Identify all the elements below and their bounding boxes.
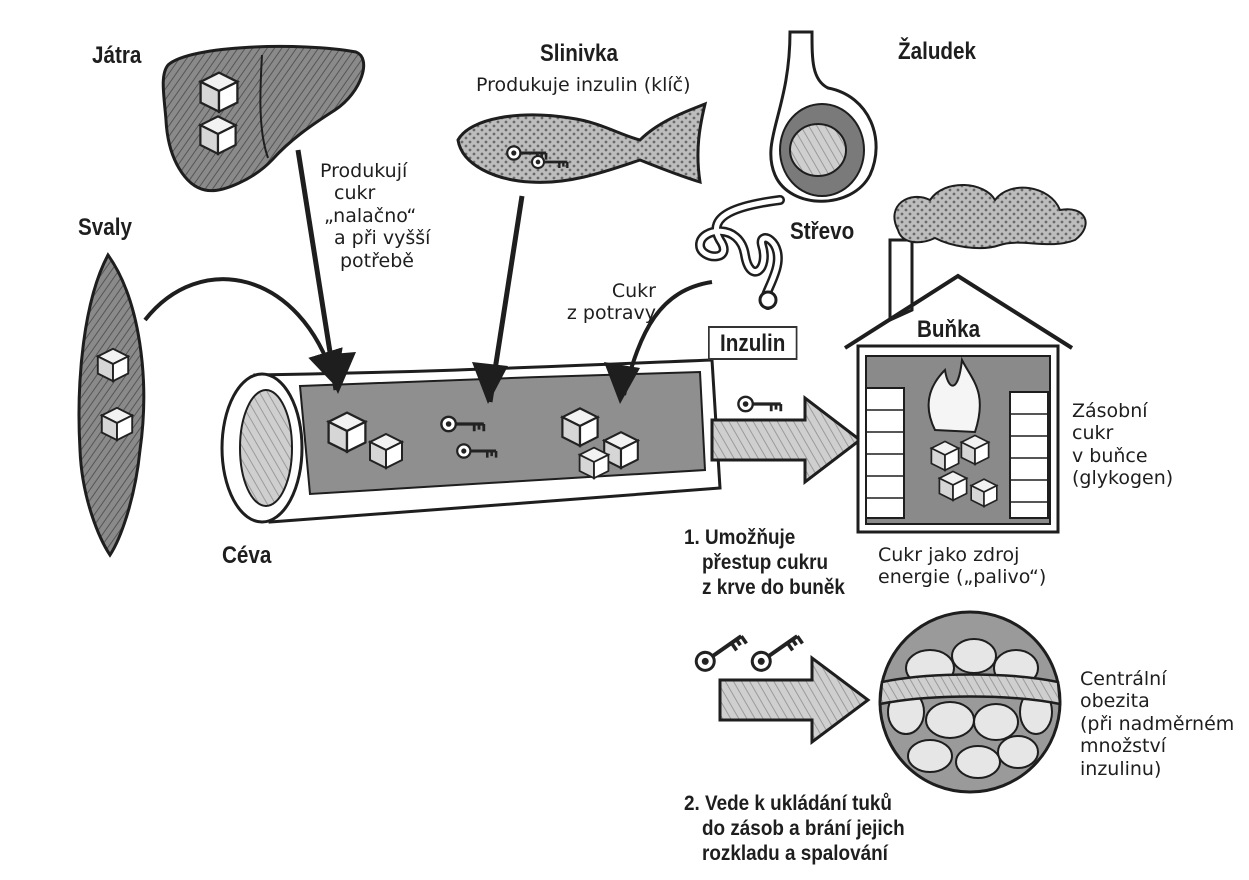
sugar-cube-icon bbox=[98, 349, 128, 381]
sugar-cube-icon bbox=[329, 413, 366, 452]
stored-sugar-note: Zásobní cukr v buňce (glykogen) bbox=[1072, 400, 1173, 490]
sugar-cube-icon bbox=[931, 441, 958, 470]
effect-transfer: 1. Umožňuje přestup cukru z krve do buně… bbox=[684, 526, 845, 600]
key-icon bbox=[749, 629, 803, 674]
effect-fat-storage: 2. Vede k ukládání tuků do zásob a brání… bbox=[684, 792, 905, 866]
arrow-muscle-to-vessel bbox=[145, 279, 334, 380]
key-icon bbox=[693, 629, 747, 674]
food-sugar-note: Cukr z potravy bbox=[540, 280, 656, 325]
liver-label: Játra bbox=[92, 42, 141, 70]
insulin-box: Inzulin bbox=[708, 326, 797, 360]
muscles-label: Svaly bbox=[78, 214, 132, 242]
sugar-cube-icon bbox=[580, 448, 609, 479]
intestine-opening bbox=[760, 292, 776, 308]
cell-illustration bbox=[845, 185, 1086, 532]
pancreas-label: Slinivka bbox=[540, 40, 618, 68]
cell-label: Buňka bbox=[917, 316, 980, 344]
sugar-cube-icon bbox=[201, 73, 238, 112]
sugar-cube-icon bbox=[200, 116, 235, 153]
obesity-note: Centrální obezita (při nadměrném množstv… bbox=[1080, 668, 1234, 780]
pancreas-illustration bbox=[458, 104, 705, 182]
intestine-label: Střevo bbox=[790, 218, 854, 246]
arrow-vessel-to-cell bbox=[712, 398, 860, 482]
key-icon bbox=[738, 397, 780, 411]
muscle-illustration bbox=[79, 255, 144, 555]
fat-cell-illustration bbox=[880, 612, 1060, 792]
pancreas-note: Produkuje inzulin (klíč) bbox=[476, 74, 691, 96]
vessel-illustration bbox=[222, 360, 720, 522]
liver-production-note: Produkují cukr „nalačno“ a při vyšší pot… bbox=[320, 160, 430, 272]
sugar-cube-icon bbox=[961, 435, 988, 464]
arrow-to-fat-storage bbox=[720, 658, 868, 742]
sugar-cube-icon bbox=[971, 479, 997, 506]
vessel-label: Céva bbox=[222, 542, 271, 570]
sugar-cube-icon bbox=[562, 408, 597, 445]
stomach-illustration bbox=[771, 32, 876, 201]
sugar-cube-icon bbox=[370, 434, 402, 468]
sugar-cube-icon bbox=[939, 471, 966, 500]
energy-sugar-note: Cukr jako zdroj energie („palivo“) bbox=[878, 544, 1046, 589]
stomach-label: Žaludek bbox=[898, 38, 976, 66]
sugar-cube-icon bbox=[102, 408, 132, 440]
